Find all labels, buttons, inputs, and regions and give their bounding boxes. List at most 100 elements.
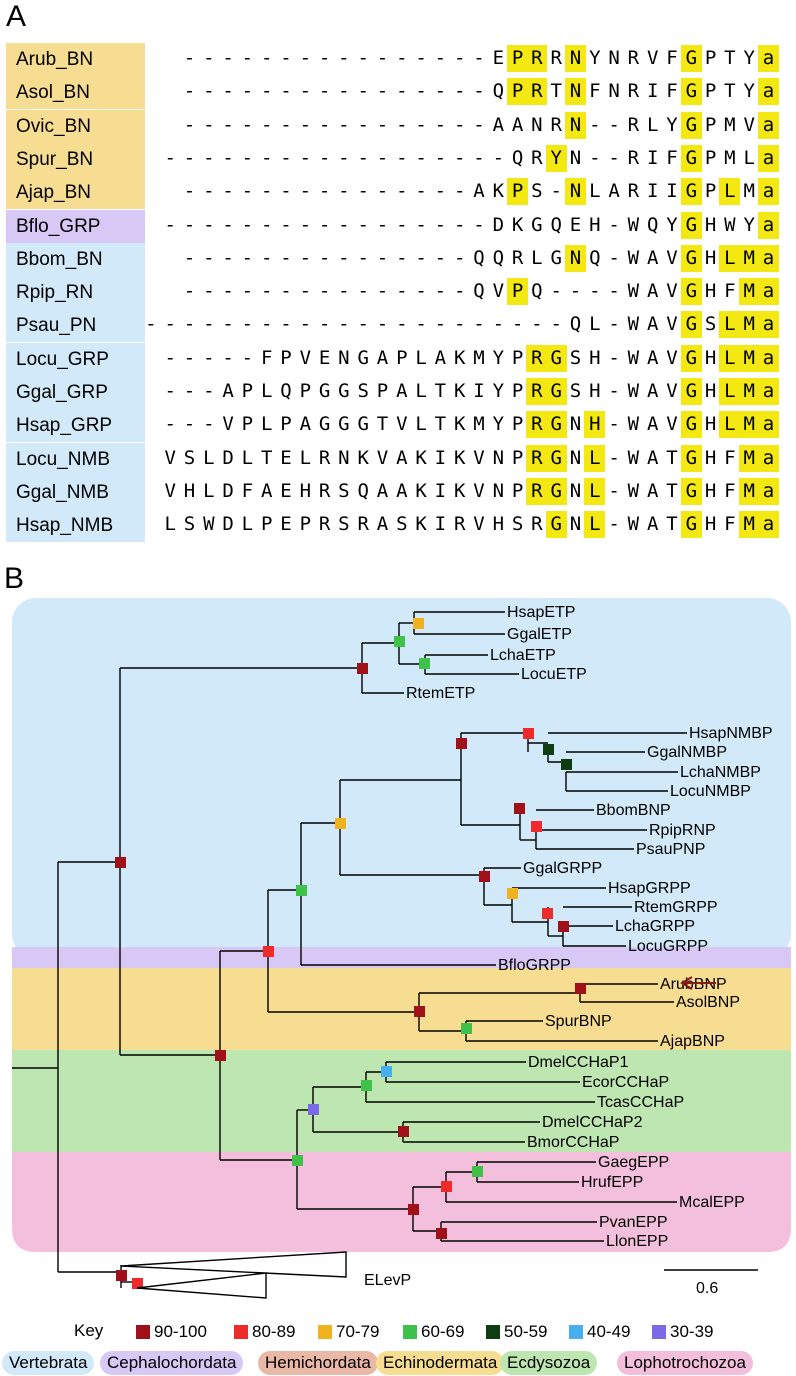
residue: - <box>318 313 331 336</box>
residue: R <box>453 513 466 536</box>
residue: T <box>550 80 562 103</box>
residue: - <box>492 313 505 336</box>
residue: R <box>550 47 562 69</box>
tip-label: McalEPP <box>679 1194 745 1211</box>
residue: - <box>434 213 447 236</box>
residue: W <box>627 313 640 336</box>
residue: S <box>338 479 350 502</box>
residue: P <box>511 446 524 469</box>
key-swatch <box>652 1325 666 1339</box>
residue: - <box>453 47 466 69</box>
residue: - <box>550 180 562 203</box>
tip-label: DmelCCHaP1 <box>528 1054 629 1071</box>
residue: S <box>569 380 582 402</box>
residue: G <box>680 45 702 72</box>
residue: A <box>376 346 389 369</box>
residue: N <box>565 45 586 72</box>
residue: - <box>164 146 176 169</box>
residue: M <box>738 477 760 505</box>
residue: a <box>758 211 779 239</box>
residue: V <box>666 413 678 436</box>
residue: - <box>241 113 254 136</box>
residue: - <box>183 180 196 203</box>
residue: a <box>758 344 779 372</box>
outgroup-clade <box>120 1251 347 1299</box>
residue: G <box>338 380 350 402</box>
residue: S <box>531 180 543 203</box>
residue: R <box>526 411 548 439</box>
key-label: 30-39 <box>670 1322 714 1341</box>
panel-a-label: A <box>6 0 27 33</box>
residue: M <box>743 180 755 203</box>
residue: - <box>338 213 350 236</box>
residue: - <box>222 213 234 236</box>
residue: P <box>507 78 529 106</box>
residue: - <box>453 246 466 269</box>
residue: I <box>646 80 659 103</box>
residue: V <box>666 380 678 402</box>
residue: - <box>241 280 254 303</box>
residue: N <box>569 413 582 436</box>
residue: - <box>203 113 215 136</box>
support-marker <box>116 1270 127 1281</box>
residue: L <box>260 413 273 436</box>
residue: - <box>280 246 292 269</box>
residue: S <box>183 513 196 536</box>
residue: G <box>545 378 567 405</box>
residue: L <box>719 244 741 272</box>
residue: L <box>299 446 312 469</box>
residue: L <box>203 446 215 469</box>
support-marker <box>561 759 572 770</box>
residue: - <box>241 346 254 369</box>
residue: - <box>608 246 620 269</box>
residue: P <box>299 513 312 536</box>
residue: - <box>608 280 620 303</box>
residue: Q <box>531 280 543 303</box>
residue: - <box>318 113 331 136</box>
residue: a <box>758 45 779 72</box>
residue: - <box>453 313 466 336</box>
residue: - <box>376 113 389 136</box>
residue: M <box>724 113 736 136</box>
residue: - <box>473 80 485 103</box>
residue: G <box>357 346 369 369</box>
residue: - <box>376 180 389 203</box>
residue: R <box>526 78 548 106</box>
highlight-arrow <box>680 976 716 990</box>
residue: - <box>608 380 620 402</box>
residue: - <box>357 246 369 269</box>
residue: K <box>453 446 466 469</box>
support-marker <box>531 821 542 832</box>
taxon-label: Hemichordata <box>258 1351 378 1375</box>
residue: - <box>608 513 620 536</box>
residue: - <box>203 313 215 336</box>
residue: - <box>396 80 408 103</box>
residue: G <box>680 444 702 472</box>
tip-label: HsapNMBP <box>689 725 773 742</box>
residue: E <box>280 479 292 502</box>
residue: N <box>531 113 543 136</box>
residue: L <box>415 413 427 436</box>
residue: a <box>758 378 779 405</box>
residue: W <box>627 479 640 502</box>
residue: a <box>758 178 779 206</box>
residue: G <box>550 246 562 269</box>
echinodermata-background <box>12 968 791 1050</box>
residue: H <box>589 346 601 369</box>
residue: Q <box>511 146 524 169</box>
residue: Q <box>569 313 582 336</box>
residue: V <box>164 479 176 502</box>
residue: D <box>222 446 234 469</box>
residue: H <box>299 479 312 502</box>
residue: - <box>164 380 176 402</box>
tip-label: GaegEPP <box>598 1154 669 1171</box>
residue: - <box>203 146 215 169</box>
residue: - <box>396 47 408 69</box>
tip-label: LchaGRPP <box>615 918 695 935</box>
residue: Y <box>743 213 755 236</box>
residue: - <box>434 80 447 103</box>
residue: - <box>396 313 408 336</box>
support-marker <box>394 636 405 647</box>
residue: H <box>589 380 601 402</box>
outgroup-triangle-lower <box>136 1272 267 1299</box>
